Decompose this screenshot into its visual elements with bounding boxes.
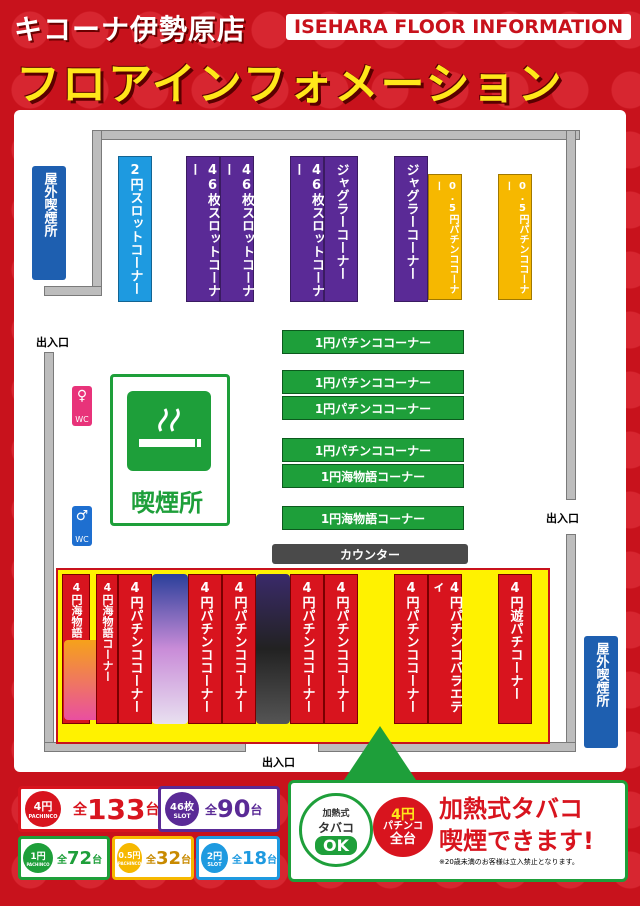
column-juggler-2: ジャグラーコーナー [394,156,428,302]
header: キコーナ伊勢原店 ISEHARA FLOOR INFORMATION フロアイン… [0,0,640,110]
wall-top-left-v [92,130,102,288]
entrance-bottom: 出入口 [262,756,295,769]
badge-0-5yen: 0.5円 PACHINCO [117,843,142,873]
stat-1yen-pachinko: 1円 PACHINCO 全 72 台 [18,836,110,880]
smoking-icon [127,391,211,471]
english-title: ISEHARA FLOOR INFORMATION [286,14,632,40]
entrance-right: 出入口 [546,512,579,525]
row-1yen-pachinko-3: 1円パチンココーナー [282,396,464,420]
promo-pointer [340,726,420,786]
woman-icon: ♀ [76,388,88,404]
column-4yen-variety-1: 4円パチンココーナー [394,574,428,724]
stat-0-5yen-pachinko: 0.5円 PACHINCO 全 32 台 [112,836,194,880]
smoking-room-label: 喫煙所 [131,489,203,517]
row-1yen-umi-1: 1円海物語コーナー [282,464,464,488]
wc-women: ♀ WC [72,386,92,426]
column-4yen-pachinko-5: 4円パチンココーナー [324,574,358,724]
column-46-slot-1: 46枚スロットコーナー [186,156,220,302]
wall-left-mid [44,352,54,744]
ok-badge: 加熱式 タバコ OK [299,793,373,867]
column-4yen-umi-2: 4円海物語コーナー [96,574,118,724]
column-2yen-slot: 2円スロットコーナー [118,156,152,302]
character-artwork-3 [256,574,290,724]
entrance-left: 出入口 [36,336,69,349]
column-4yen-pachinko-1: 4円パチンココーナー [118,574,152,724]
store-name: キコーナ伊勢原店 [14,13,247,46]
wc-men: ♂ WC [72,506,92,546]
column-4yen-variety-2: 4円パチンコバラエティ [428,574,462,724]
column-4yen-pachinko-2: 4円パチンココーナー [188,574,222,724]
row-1yen-umi-2: 1円海物語コーナー [282,506,464,530]
column-0-5yen-1: 0.5円パチンココーナー [428,174,462,300]
main-title: フロアインフォメーション [16,59,564,110]
4yen-all-badge: 4円 パチンコ 全台 [373,797,433,857]
stat-4yen-pachinko: 4円 PACHINCO 全 133 台 [18,786,200,832]
column-4yen-pachinko-4: 4円パチンココーナー [290,574,324,724]
wall-top-left-h [44,286,102,296]
counter: カウンター [272,544,468,564]
column-46-slot-3: 46枚スロットコーナー [290,156,324,302]
outdoor-smoking-right: 屋外喫煙所 [584,636,618,748]
wall-right-bottom [566,534,576,744]
wall-right-top [566,130,576,500]
outdoor-smoking-top-left: 屋外喫煙所 [32,166,66,280]
column-0-5yen-2: 0.5円パチンココーナー [498,174,532,300]
stat-46-slot: 46枚 SLOT 全 90 台 [158,786,280,832]
wall-top [92,130,580,140]
column-juggler-1: ジャグラーコーナー [324,156,358,302]
promo-headline-1: 加熱式タバコ [439,795,583,823]
heated-tobacco-promo: 加熱式 タバコ OK 4円 パチンコ 全台 加熱式タバコ 喫煙できます! ※20… [288,780,628,882]
row-1yen-pachinko-1: 1円パチンココーナー [282,330,464,354]
column-4yen-pachinko-3: 4円パチンココーナー [222,574,256,724]
man-icon: ♂ [75,508,89,524]
column-46-slot-2: 46枚スロットコーナー [220,156,254,302]
promo-headline-2: 喫煙できます! [439,827,594,855]
badge-4yen: 4円 PACHINCO [25,791,61,827]
stat-2yen-slot: 2円 SLOT 全 18 台 [196,836,280,880]
badge-46: 46枚 SLOT [165,792,199,826]
row-1yen-pachinko-2: 1円パチンココーナー [282,370,464,394]
age-note: ※20歳未満のお客様は立入禁止となります。 [439,858,579,866]
badge-2yen: 2円 SLOT [201,843,228,873]
row-1yen-pachinko-4: 1円パチンココーナー [282,438,464,462]
smoking-room: 喫煙所 [110,374,230,526]
badge-1yen: 1円 PACHINCO [23,843,53,873]
column-4yen-yupachi-1: 4円遊パチコーナー [498,574,532,724]
character-artwork-2 [152,574,188,724]
